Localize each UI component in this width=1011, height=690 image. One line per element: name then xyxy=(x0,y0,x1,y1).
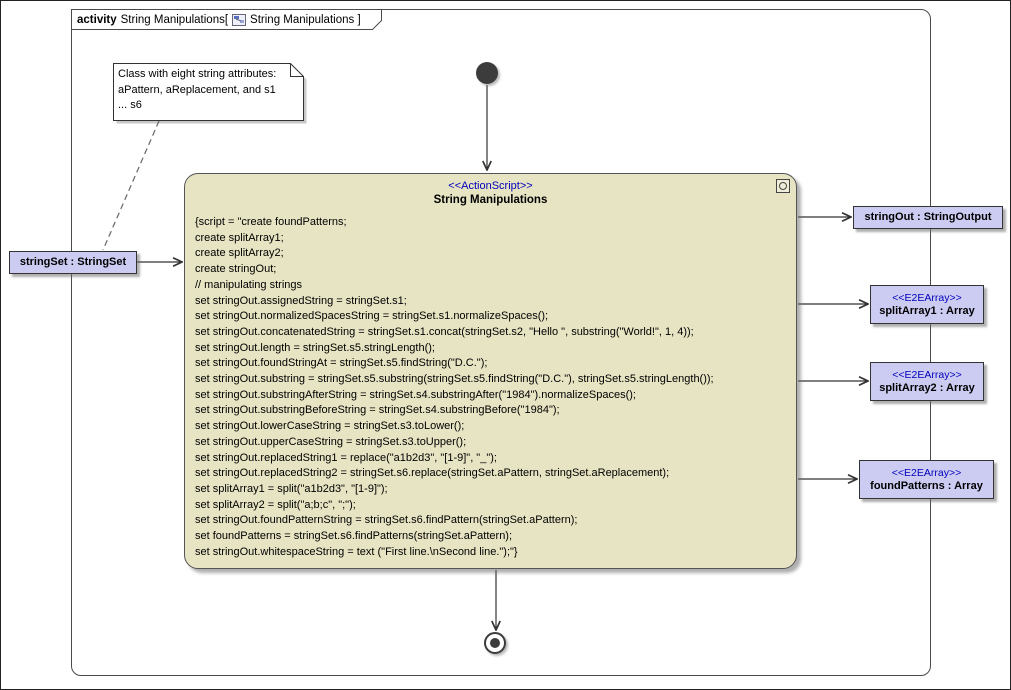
script-line: set stringOut.replacedString2 = stringSe… xyxy=(195,467,670,480)
activity-frame xyxy=(71,9,931,676)
script-line: set stringOut.substringAfterString = str… xyxy=(195,388,636,401)
script-line: set stringOut.whitespaceString = text ("… xyxy=(195,545,518,558)
output-pin-stringout[interactable]: stringOut : StringOutput xyxy=(853,206,1003,229)
script-line: set stringOut.length = stringSet.s5.stri… xyxy=(195,341,435,354)
frame-keyword: activity xyxy=(77,13,117,26)
script-line: set stringOut.concatenatedString = strin… xyxy=(195,325,694,338)
action-stereotype: <<ActionScript>> xyxy=(448,180,533,192)
frame-name: String Manipulations[ xyxy=(120,13,229,26)
script-line: create splitArray1; xyxy=(195,231,284,244)
script-line: create splitArray2; xyxy=(195,247,284,260)
script-line: set stringOut.assignedString = stringSet… xyxy=(195,294,407,307)
circle-glyph xyxy=(779,182,787,190)
note-line: aPattern, aReplacement, and s1 xyxy=(118,83,276,96)
pin-stereotype: <<E2EArray>> xyxy=(892,368,962,381)
final-node-dot xyxy=(490,638,500,648)
script-line: set stringOut.upperCaseString = stringSe… xyxy=(195,435,467,448)
diagram-icon xyxy=(232,13,247,26)
action-script: {script = "create foundPatterns; create s… xyxy=(185,215,796,560)
note-shape[interactable] xyxy=(113,63,304,121)
action-string-manipulations[interactable]: <<ActionScript>> String Manipulations {s… xyxy=(184,173,797,569)
script-line: set stringOut.replacedString1 = replace(… xyxy=(195,451,497,464)
script-line: set stringOut.foundStringAt = stringSet.… xyxy=(195,357,488,370)
script-line: // manipulating strings xyxy=(195,278,302,291)
pin-label: stringSet : StringSet xyxy=(19,256,127,268)
script-line: set stringOut.normalizedSpacesString = s… xyxy=(195,310,549,323)
note-text[interactable]: Class with eight string attributes: aPatt… xyxy=(118,67,300,114)
frame-title-tab xyxy=(71,9,382,30)
note-fold xyxy=(290,63,304,77)
script-line: set stringOut.lowerCaseString = stringSe… xyxy=(195,420,465,433)
frame-diagram-ref: String Manipulations ] xyxy=(250,13,361,26)
pin-stereotype: <<E2EArray>> xyxy=(891,466,962,479)
initial-node[interactable] xyxy=(476,62,498,84)
pin-label: stringOut : StringOutput xyxy=(864,211,992,223)
pin-label: splitArray1 : Array xyxy=(879,304,975,317)
script-line: set splitArray1 = split("a1b2d3", "[1-9]… xyxy=(195,482,388,495)
pin-label: foundPatterns : Array xyxy=(870,479,983,492)
script-line: set stringOut.substring = stringSet.s5.s… xyxy=(195,373,714,386)
final-node[interactable] xyxy=(484,632,506,654)
script-line: set splitArray2 = split("a;b;c", ";"); xyxy=(195,498,356,511)
frame-title: activity String Manipulations[ String Ma… xyxy=(77,12,361,27)
note-line: ... s6 xyxy=(118,99,142,111)
script-line: {script = "create foundPatterns; xyxy=(195,216,347,228)
note-line: Class with eight string attributes: xyxy=(118,68,277,80)
output-pin-splitarray1[interactable]: <<E2EArray>> splitArray1 : Array xyxy=(870,285,984,324)
note-anchor-line xyxy=(102,120,160,251)
script-line: set foundPatterns = stringSet.s6.findPat… xyxy=(195,530,513,543)
pin-label: splitArray2 : Array xyxy=(879,381,975,394)
output-pin-splitarray2[interactable]: <<E2EArray>> splitArray2 : Array xyxy=(870,362,984,401)
script-line: create stringOut; xyxy=(195,263,277,276)
script-line: set stringOut.foundPatternString = strin… xyxy=(195,514,578,527)
input-pin-stringset[interactable]: stringSet : StringSet xyxy=(9,251,137,274)
output-pin-foundpatterns[interactable]: <<E2EArray>> foundPatterns : Array xyxy=(859,460,994,499)
pin-stereotype: <<E2EArray>> xyxy=(892,291,962,304)
structured-node-icon[interactable] xyxy=(776,179,790,193)
action-name: String Manipulations xyxy=(433,194,548,206)
script-line: set stringOut.substringBeforeString = st… xyxy=(195,404,560,417)
